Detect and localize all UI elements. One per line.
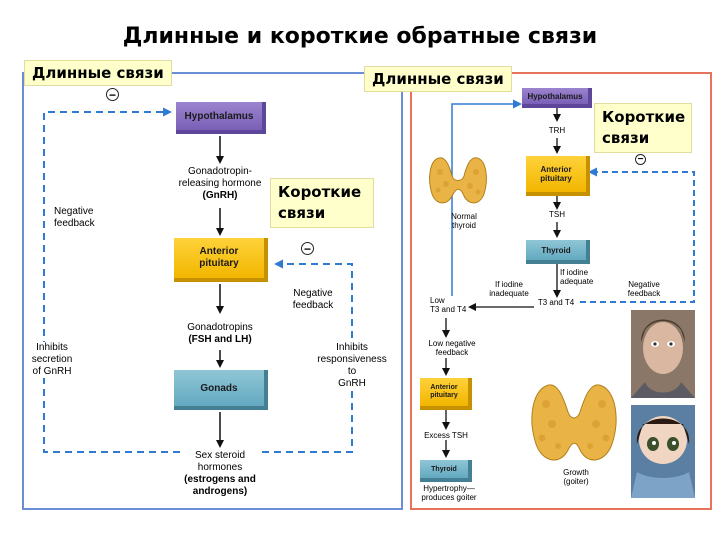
left-hypothalamus-label: Hypothalamus (184, 110, 254, 122)
normal-thyroid-illustration (429, 157, 487, 204)
right-anterior-label-1: Anterior (540, 165, 572, 174)
doll-photo (631, 405, 695, 498)
left-anterior-label-1: Anterior (199, 246, 239, 257)
right-anterior2-label-2: pituitary (430, 392, 458, 399)
goiter-illustration (531, 384, 617, 461)
gnrh-label: Gonadotropin- releasing hormone (GnRH) (170, 166, 270, 202)
trh-label: TRH (548, 126, 566, 135)
hypertrophy-label-2: produces goiter (421, 493, 477, 502)
sex-steroid-label: Sex steroid hormones (estrogens and andr… (166, 450, 274, 498)
left-long-feedback-loop (43, 107, 180, 453)
patient-photo (631, 310, 695, 398)
long-feedback-label-right: Длинные связи (364, 66, 512, 92)
inhibits-responsiveness-label-2: responsiveness (317, 354, 387, 365)
low-t3t4-label-1: Low (430, 296, 445, 305)
hypertrophy-label-1: Hypertrophy— (423, 484, 475, 493)
right-anterior-label-2: pituitary (540, 174, 572, 183)
left-negative-feedback-label-1: Negative (54, 206, 94, 217)
right-anterior-pituitary-2-box: Anterior pituitary (420, 378, 472, 410)
excess-tsh-label: Excess TSH (424, 431, 468, 440)
long-feedback-label-left: Длинные связи (24, 60, 172, 86)
iodine-adequate-label: If iodine adequate (560, 268, 604, 286)
short-feedback-label-right: Короткие связи (594, 103, 692, 153)
iodine-adequate-label-1: If iodine (560, 268, 589, 277)
right-negative-feedback-label-1: Negative (628, 280, 660, 289)
inhibits-responsiveness-label: Inhibits responsiveness to GnRH (310, 342, 394, 390)
gonadotropins-label-2: (FSH and LH) (188, 334, 252, 345)
right-anterior2-label-1: Anterior (430, 384, 458, 391)
right-short-feedback-loop (580, 167, 695, 303)
right-negative-feedback-label: Negative feedback (278, 288, 348, 312)
low-negative-feedback-label-2: feedback (435, 348, 469, 357)
gnrh-label-2: releasing hormone (178, 178, 262, 189)
right-short-minus-icon: − (635, 154, 646, 165)
iodine-inadequate-label: If iodine inadequate (484, 280, 534, 298)
inhibits-secretion-label-2: secretion (31, 354, 73, 365)
right-negative-feedback-label-1: Negative (293, 288, 333, 299)
right-thyroid-2-box: Thyroid (420, 460, 472, 482)
left-anterior-pituitary-box: Anterior pituitary (174, 238, 268, 282)
right-diagram-panel (410, 72, 712, 510)
left-anterior-label-2: pituitary (199, 258, 239, 269)
sex-steroid-label-1: Sex steroid (194, 450, 246, 461)
normal-thyroid-label: Normal thyroid (446, 212, 482, 230)
right-thyroid-label: Thyroid (541, 245, 571, 255)
inhibits-responsiveness-label-4: GnRH (338, 378, 366, 389)
low-negative-feedback-label-1: Low negative (428, 339, 476, 348)
iodine-adequate-label-2: adequate (560, 277, 594, 286)
left-diagram-panel (22, 72, 403, 510)
gonadotropins-label: Gonadotropins (FSH and LH) (170, 322, 270, 346)
normal-thyroid-label-2: thyroid (451, 221, 476, 230)
iodine-inadequate-label-2: inadequate (489, 289, 529, 298)
left-negative-feedback-label-2: feedback (54, 218, 95, 229)
right-hypothalamus-box: Hypothalamus (522, 88, 592, 108)
sex-steroid-label-4: androgens) (192, 486, 248, 497)
right-hypothalamus-label: Hypothalamus (527, 91, 583, 101)
gnrh-label-1: Gonadotropin- (188, 166, 252, 177)
tsh-label: TSH (549, 210, 565, 219)
left-long-minus-icon: − (106, 88, 119, 101)
inhibits-secretion-label-1: Inhibits (36, 342, 68, 353)
low-t3t4-label-2: T3 and T4 (430, 305, 467, 314)
right-long-stimulus-line (451, 99, 522, 296)
inhibits-secretion-label-3: of GnRH (32, 366, 72, 377)
inhibits-secretion-label: Inhibits secretion of GnRH (24, 342, 80, 378)
low-t3t4-label: Low T3 and T4 (430, 296, 470, 314)
gnrh-label-3: (GnRH) (202, 190, 238, 201)
t3t4-label: T3 and T4 (537, 298, 575, 307)
sex-steroid-label-3: (estrogens and (184, 474, 256, 485)
iodine-inadequate-label-1: If iodine (494, 280, 524, 289)
left-negative-feedback-label: Negative feedback (54, 206, 124, 230)
slide-title: Длинные и короткие обратные связи (122, 24, 598, 49)
inhibits-responsiveness-label-1: Inhibits (336, 342, 368, 353)
left-short-minus-icon: − (301, 242, 314, 255)
left-hypothalamus-box: Hypothalamus (176, 102, 266, 134)
gonadotropins-label-1: Gonadotropins (187, 322, 253, 333)
right-thyroid-box: Thyroid (526, 240, 590, 264)
left-gonads-label: Gonads (200, 382, 238, 394)
right-thyroid2-label: Thyroid (431, 465, 457, 473)
right-negative-feedback-label-2: feedback (627, 289, 661, 298)
right-negative-feedback-label-2: feedback (292, 300, 334, 311)
sex-steroid-label-2: hormones (197, 462, 243, 473)
growth-goiter-label-1: Growth (563, 468, 589, 477)
hypertrophy-label: Hypertrophy— produces goiter (418, 484, 480, 502)
growth-goiter-label: Growth (goiter) (556, 468, 596, 486)
short-feedback-label-left: Короткие связи (270, 178, 374, 228)
inhibits-responsiveness-label-3: to (347, 366, 357, 377)
low-negative-feedback-label: Low negative feedback (422, 339, 482, 357)
right-axis-arrows (442, 106, 561, 458)
right-anterior-pituitary-box: Anterior pituitary (526, 156, 590, 196)
left-gonads-box: Gonads (174, 370, 268, 410)
normal-thyroid-label-1: Normal (451, 212, 477, 221)
right-negative-feedback-label: Negative feedback (622, 280, 666, 298)
growth-goiter-label-2: (goiter) (563, 477, 589, 486)
